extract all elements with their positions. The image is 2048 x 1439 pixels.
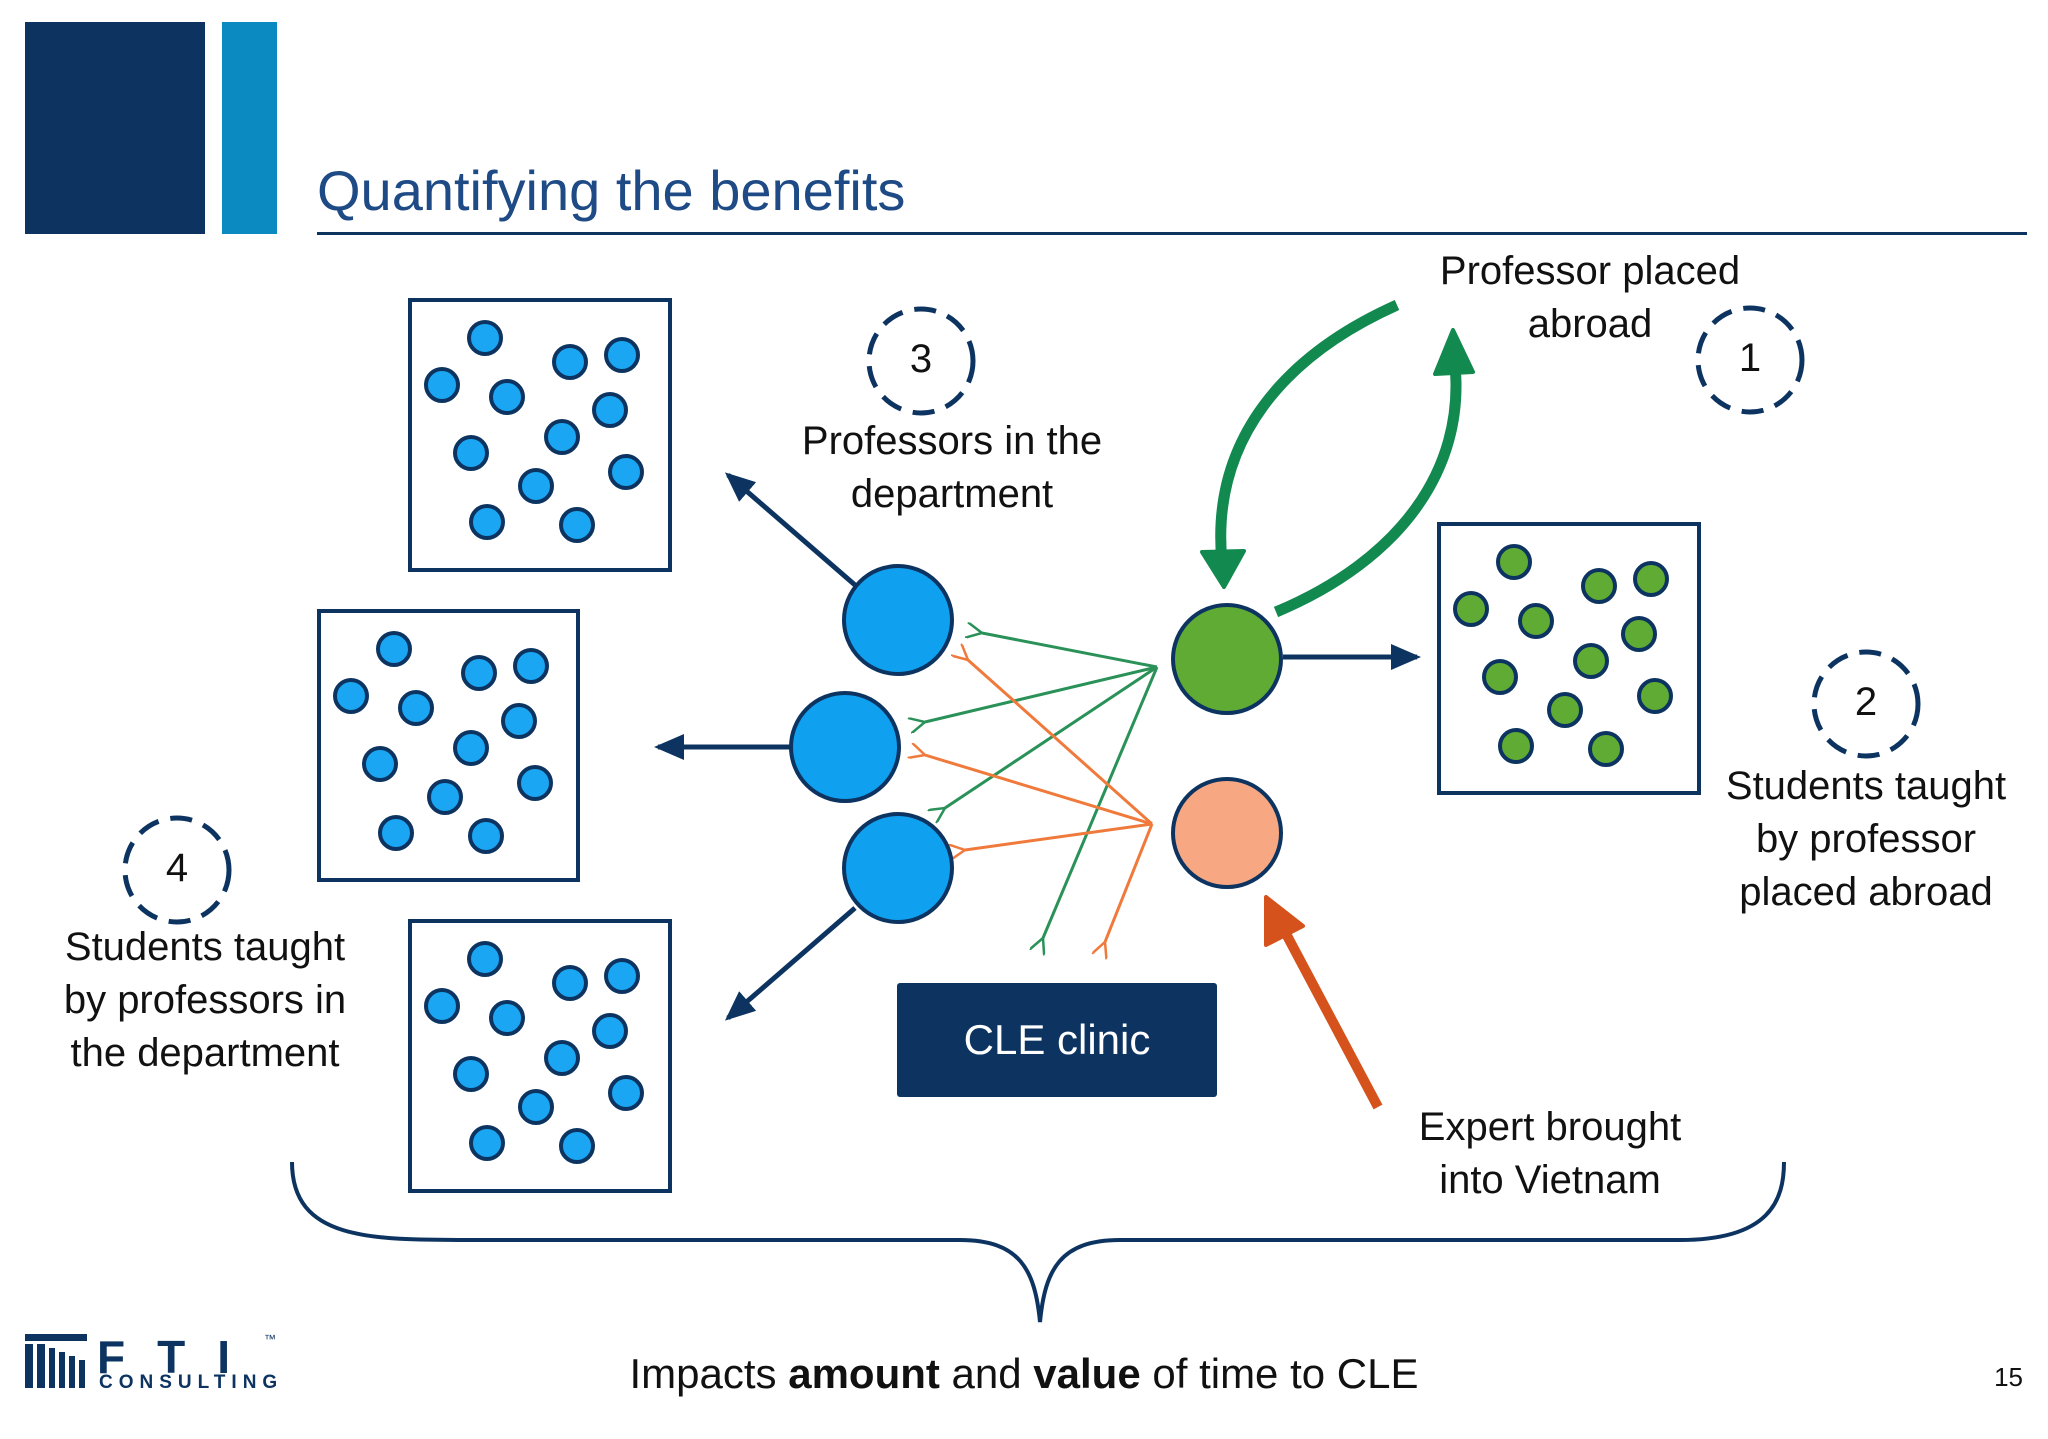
student-dot-green <box>1633 561 1669 597</box>
student-dot <box>424 367 460 403</box>
student-dot <box>398 690 434 726</box>
student-dot-green <box>1588 731 1624 767</box>
impact-text-2: and <box>939 1350 1034 1397</box>
student-dot-green <box>1547 692 1583 728</box>
student-dot-green <box>1621 616 1657 652</box>
student-dots-bottom <box>424 941 644 1164</box>
label-students-taught-department: Students taught by professors in the dep… <box>63 925 347 1075</box>
student-dot <box>552 965 588 1001</box>
student-dot <box>378 815 414 851</box>
student-dot <box>469 504 505 540</box>
cle-clinic-label: CLE clinic <box>963 1016 1151 1063</box>
student-dot-green <box>1482 659 1518 695</box>
arrow-professor-to-bottom-box <box>724 906 857 1021</box>
student-dot <box>544 419 580 455</box>
student-dot-green <box>1496 544 1532 580</box>
student-dot <box>559 507 595 543</box>
fti-logo-icon <box>25 1334 87 1388</box>
expert-orange-arrow <box>1264 895 1383 1110</box>
student-dot <box>376 631 412 667</box>
student-dot <box>467 320 503 356</box>
student-dot <box>362 746 398 782</box>
professor-circle-top <box>842 564 954 676</box>
impact-statement: Impacts amount and value of time to CLE <box>0 1350 2048 1398</box>
impact-bold-value: value <box>1033 1350 1141 1397</box>
page-number: 15 <box>1994 1362 2023 1392</box>
impact-bold-amount: amount <box>788 1350 940 1397</box>
student-dot <box>518 468 554 504</box>
student-dot <box>544 1040 580 1076</box>
thin-orange-arrows <box>925 660 1154 942</box>
student-dot <box>467 941 503 977</box>
number-circle-2 <box>1811 649 1921 759</box>
student-dot <box>604 337 640 373</box>
student-dot <box>424 988 460 1024</box>
student-dot <box>604 958 640 994</box>
student-dot <box>501 703 537 739</box>
student-dot <box>427 779 463 815</box>
number-label-2: 2 <box>1854 680 1878 724</box>
impact-text-1: Impacts <box>629 1350 789 1397</box>
slide-title: Quantifying the benefits <box>317 159 906 222</box>
label-expert-brought: Expert brought into Vietnam <box>1418 1105 1682 1202</box>
impact-brace <box>290 1161 1786 1323</box>
header-block-light <box>222 22 277 234</box>
number-label-4: 4 <box>165 846 189 890</box>
header-block-dark <box>25 22 205 234</box>
impact-text-3: of time to CLE <box>1140 1350 1419 1397</box>
student-dot-green <box>1518 603 1554 639</box>
logo-letters: FTI <box>97 1331 262 1383</box>
logo-subtitle: CONSULTING <box>99 1372 284 1393</box>
professor-circle-middle <box>789 691 901 803</box>
student-dot <box>559 1128 595 1164</box>
student-dot <box>518 1089 554 1125</box>
label-students-taught-abroad: Students taught by professor placed abro… <box>1725 764 2007 914</box>
thin-green-arrows <box>925 633 1159 938</box>
student-dot <box>592 392 628 428</box>
student-dot-green <box>1573 643 1609 679</box>
student-dots-green <box>1453 544 1673 767</box>
cle-clinic-box: CLE clinic <box>897 983 1217 1097</box>
logo-trademark: ™ <box>264 1332 276 1346</box>
green-cycle-arrows <box>1200 299 1475 618</box>
label-professor-placed-abroad: Professor placed abroad <box>1439 249 1741 346</box>
student-dot <box>453 730 489 766</box>
student-dots-middle <box>333 631 553 854</box>
student-dot-green <box>1581 568 1617 604</box>
student-dot-green <box>1637 678 1673 714</box>
professor-abroad-circle <box>1171 603 1283 715</box>
student-dot <box>469 1125 505 1161</box>
number-label-1: 1 <box>1738 336 1762 380</box>
number-circle-4 <box>122 815 232 925</box>
number-circle-3 <box>866 306 976 416</box>
student-dot <box>489 379 525 415</box>
number-label-3: 3 <box>909 337 933 381</box>
student-dot <box>513 648 549 684</box>
student-dot-green <box>1498 728 1534 764</box>
student-dot <box>489 1000 525 1036</box>
label-professors-in-department: Professors in the department <box>801 419 1103 516</box>
student-dot <box>608 1075 644 1111</box>
student-dot <box>453 1056 489 1092</box>
student-dot <box>453 435 489 471</box>
student-dot <box>333 678 369 714</box>
student-dot <box>608 454 644 490</box>
number-circle-1 <box>1695 305 1805 415</box>
student-dot-green <box>1453 591 1489 627</box>
student-dot <box>592 1013 628 1049</box>
student-dot <box>552 344 588 380</box>
student-dot <box>517 765 553 801</box>
expert-circle <box>1171 777 1283 889</box>
student-dots-top <box>424 320 644 543</box>
arrow-professor-to-top-box <box>724 472 857 587</box>
title-underline <box>317 232 2027 235</box>
professor-circle-bottom <box>842 812 954 924</box>
student-dot <box>461 655 497 691</box>
student-dot <box>468 818 504 854</box>
